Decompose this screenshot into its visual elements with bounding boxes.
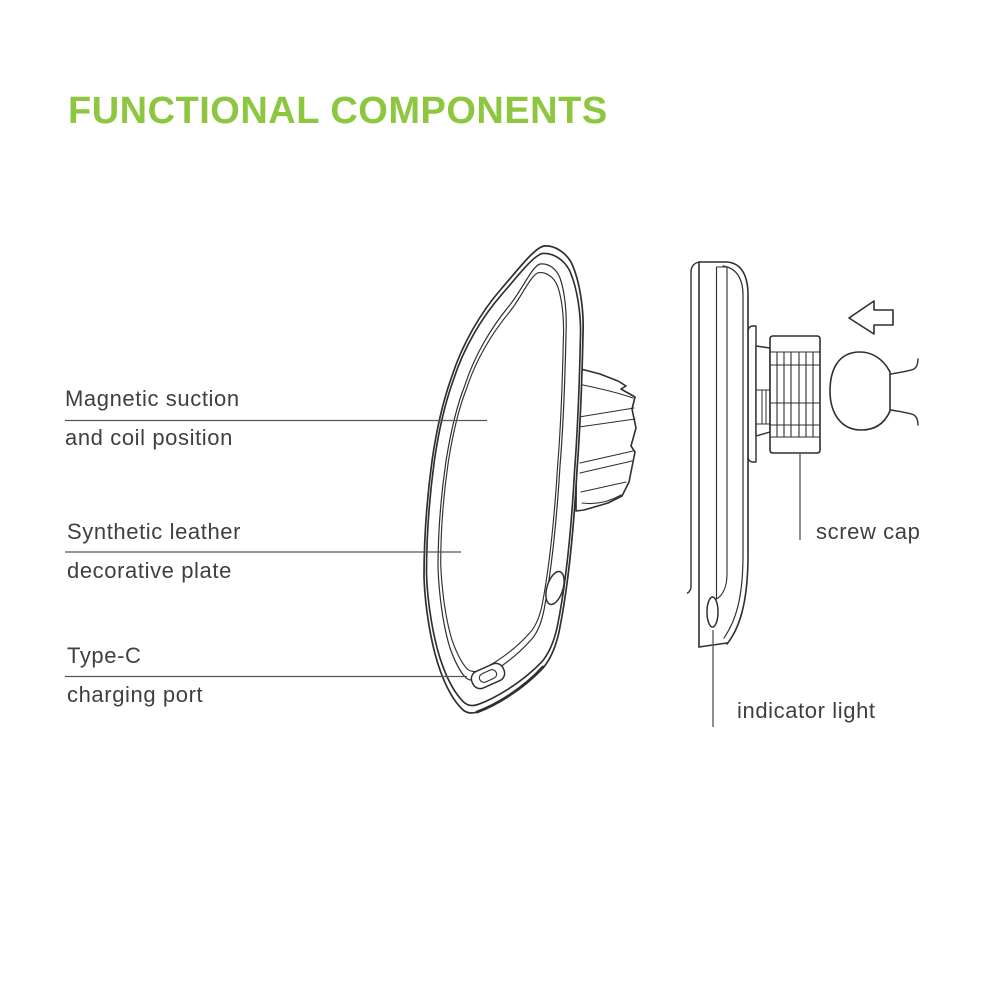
plate-shade-strip bbox=[715, 266, 728, 600]
magnetic-suction-label-line2: and coil position bbox=[65, 425, 233, 450]
knurl-ridges bbox=[776, 351, 814, 438]
plate-bottom-edge bbox=[475, 665, 545, 714]
synthetic-leather-label-line2: decorative plate bbox=[67, 558, 232, 583]
side-screw-cap bbox=[747, 325, 821, 463]
ball-joint bbox=[829, 351, 919, 431]
indicator-light-label: indicator light bbox=[737, 698, 876, 723]
type-c-label-line2: charging port bbox=[67, 682, 204, 707]
side-plate bbox=[686, 261, 749, 648]
page-title: FUNCTIONAL COMPONENTS bbox=[68, 90, 608, 132]
indicator-light-slot-side bbox=[706, 596, 719, 628]
side-view bbox=[686, 261, 919, 648]
type-c-label-line1: Type-C bbox=[67, 643, 142, 668]
indicator-light-slot bbox=[545, 570, 565, 606]
leader-lines bbox=[65, 419, 801, 727]
perspective-view bbox=[423, 245, 637, 714]
type-c-port bbox=[470, 662, 506, 690]
synthetic-leather-label-line1: Synthetic leather bbox=[67, 519, 242, 544]
left-arrow-icon bbox=[848, 300, 894, 335]
magnetic-suction-label-line1: Magnetic suction bbox=[65, 386, 240, 411]
plate-body bbox=[423, 245, 584, 714]
knurled-knob bbox=[575, 367, 637, 512]
screw-cap-label: screw cap bbox=[816, 519, 921, 544]
